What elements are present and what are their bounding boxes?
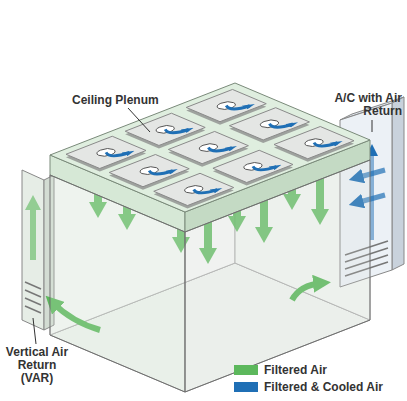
callout-label: Vertical Air Return (VAR) [4, 346, 70, 385]
front-wall [185, 160, 370, 392]
return-arrow [25, 195, 41, 260]
legend-text: Filtered Air [264, 363, 327, 377]
legend-swatch [234, 365, 258, 375]
legend-text: Filtered & Cooled Air [264, 380, 383, 394]
legend-swatch [234, 382, 258, 392]
vent-grille [25, 282, 41, 313]
callout-label: A/C with Air Return [318, 92, 402, 118]
front-wall [50, 175, 185, 392]
legend-row: Filtered Air [234, 363, 327, 377]
legend-row: Filtered & Cooled Air [234, 380, 383, 394]
ac-unit [392, 97, 404, 270]
callout-label: Ceiling Plenum [72, 94, 182, 107]
leader-line [33, 108, 372, 344]
var-pillar [22, 170, 44, 330]
cooled-arrow [370, 150, 374, 240]
